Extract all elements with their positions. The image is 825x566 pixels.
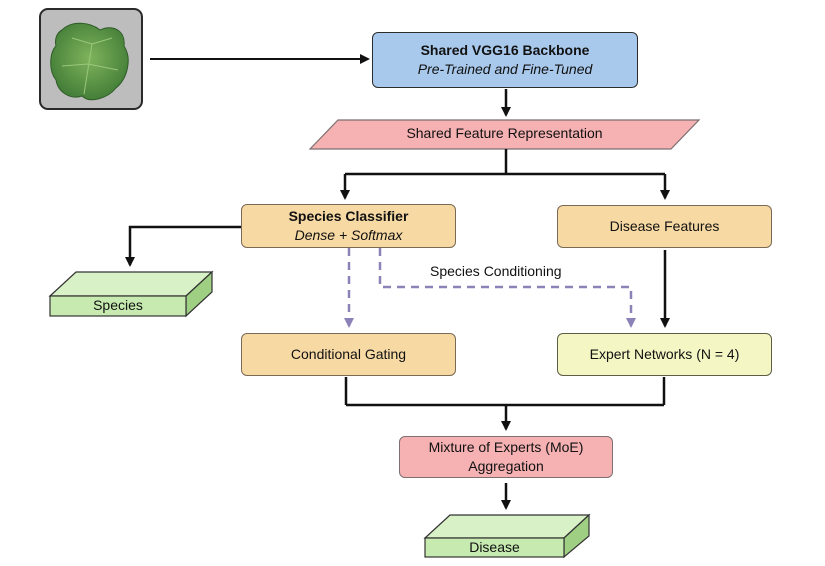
disease-features-box: Disease Features [557,205,772,248]
feature-representation-label: Shared Feature Representation [406,125,603,141]
disease-features-label: Disease Features [609,218,720,234]
disease-output-slab [423,513,591,559]
feature-parallelogram [308,119,701,150]
backbone-box: Shared VGG16 Backbone Pre-Trained and Fi… [372,32,638,88]
input-leaf-image [39,8,143,110]
moe-line2: Aggregation [468,458,544,474]
conditional-gating-box: Conditional Gating [241,333,456,376]
backbone-subtitle: Pre-Trained and Fine-Tuned [417,61,593,77]
species-output-slab [48,270,214,318]
disease-output-label: Disease [469,539,520,555]
species-classifier-title: Species Classifier [288,208,409,224]
species-output-label: Species [93,297,143,313]
dashed-arrow-species-conditioning [378,248,636,328]
species-classifier-subtitle: Dense + Softmax [294,227,403,243]
arrow-features-split [340,149,670,200]
arrow-classifier-to-species [125,225,241,267]
moe-aggregation-box: Mixture of Experts (MoE) Aggregation [399,436,613,478]
expert-networks-box: Expert Networks (N = 4) [557,333,772,376]
conditional-gating-label: Conditional Gating [290,346,407,362]
species-classifier-box: Species Classifier Dense + Softmax [241,204,456,248]
backbone-title: Shared VGG16 Backbone [420,42,590,58]
expert-networks-label: Expert Networks (N = 4) [589,346,740,362]
moe-line1: Mixture of Experts (MoE) [428,439,584,455]
species-conditioning-label: Species Conditioning [430,263,562,279]
arrow-merge-to-moe [344,377,666,431]
